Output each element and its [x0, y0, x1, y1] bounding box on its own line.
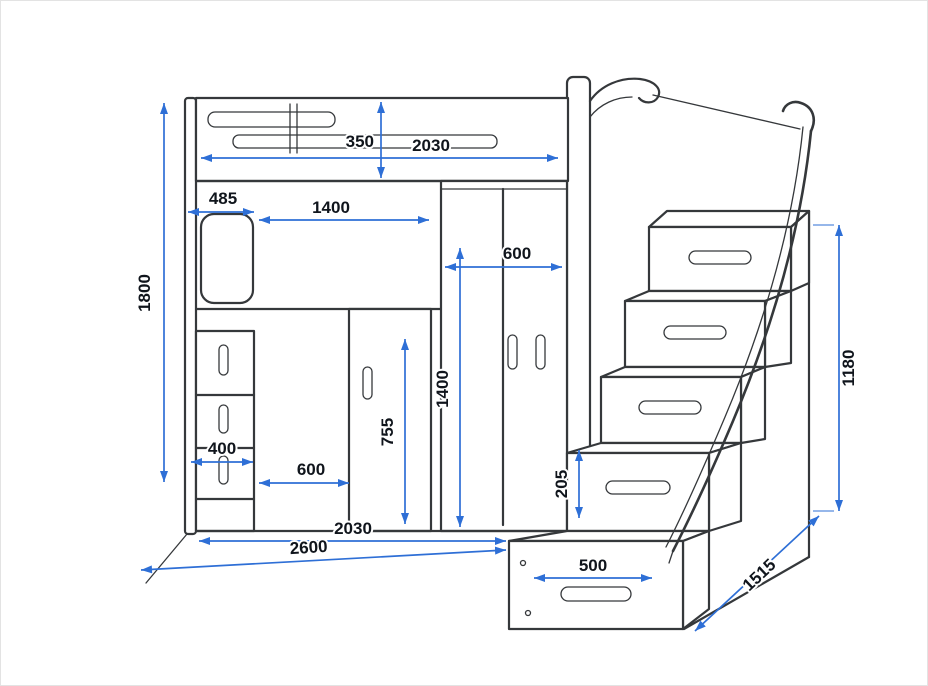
bed-side-rail-curl [588, 77, 661, 104]
cabinet-door-handle [362, 366, 373, 400]
dim-total-depth: 1515 [694, 515, 820, 632]
dimensions-layer: 1800 350 2030 485 1400 600 1400 [133, 102, 860, 632]
dim-label-stairs-height: 1180 [839, 350, 858, 387]
drawer-unit [194, 329, 256, 533]
wardrobe-handle [535, 334, 546, 370]
dim-label-wardrobe-door-height: 1400 [433, 370, 452, 408]
handrail-foot [668, 550, 674, 564]
dim-label-bed-top-length: 2030 [412, 136, 450, 155]
dim-desk-opening-width: 1400 [259, 196, 429, 224]
screw-cap [519, 559, 527, 567]
dim-rail-height: 350 [344, 102, 385, 178]
handrail-inner [665, 126, 804, 548]
dim-desk-depth: 600 [259, 458, 349, 487]
step-drawer-front [647, 225, 793, 293]
step-tread [599, 365, 767, 379]
step-drawer-front [599, 375, 743, 445]
dim-total-length: 2600 [140, 535, 507, 574]
screw-cap [524, 609, 532, 617]
step-side [681, 529, 711, 631]
dim-label-base-length: 2030 [334, 519, 372, 538]
left-side-panel [183, 96, 198, 536]
step-side [739, 365, 767, 445]
dim-step-rise: 205 [550, 450, 583, 518]
rail-connector [652, 94, 801, 130]
step-drawer-front [507, 539, 685, 631]
dim-bed-top-length: 2030 [201, 134, 558, 162]
dim-shelf-width: 485 [188, 187, 254, 216]
step-handle [560, 586, 632, 602]
dim-label-step-width: 500 [579, 556, 607, 575]
drawer-handle [218, 344, 229, 376]
dim-total-height: 1800 [133, 103, 168, 482]
step-handle [638, 400, 702, 415]
dim-wardrobe-width: 600 [445, 242, 562, 271]
dim-stairs-height: 1180 [813, 224, 860, 512]
guard-slot-lower [232, 134, 498, 149]
dim-label-cabinet-door-height: 755 [378, 418, 397, 446]
dim-base-length: 2030 [199, 517, 506, 545]
step-handle [663, 325, 727, 340]
drawer-handle [218, 455, 229, 485]
dim-label-desk-depth: 600 [297, 460, 325, 479]
step-drawer-front [565, 451, 711, 533]
cabinet-door [347, 307, 433, 533]
dim-label-total-depth: 1515 [739, 555, 780, 595]
dim-label-desk-opening-width: 1400 [312, 198, 350, 217]
guard-slot-upper [207, 111, 336, 128]
floor-foot-line [145, 533, 188, 584]
dim-label-shelf-width: 485 [209, 189, 237, 208]
dim-cabinet-door-height: 755 [376, 339, 409, 524]
dim-wardrobe-door-height: 1400 [431, 248, 464, 527]
dim-step-width: 500 [534, 554, 652, 582]
dim-label-total-height: 1800 [135, 274, 154, 312]
bed-guard-panel [194, 96, 570, 183]
dim-label-step-rise: 205 [552, 470, 571, 498]
wardrobe-handle [507, 334, 518, 370]
handrail-outer [671, 129, 813, 553]
open-shelf [199, 212, 255, 305]
drawer-handle [218, 404, 229, 434]
dim-drawer-unit-width: 400 [191, 437, 253, 466]
stairs-unit [507, 100, 815, 631]
step-drawer-front [623, 299, 767, 369]
step-side [707, 441, 743, 533]
dim-label-drawer-unit-width: 400 [208, 439, 236, 458]
dim-label-rail-height: 350 [346, 132, 374, 151]
bed-side-rail-inner [589, 96, 633, 118]
step-tread [647, 209, 811, 229]
dim-label-wardrobe-width: 600 [503, 244, 531, 263]
step-handle [688, 250, 752, 265]
handrail-top-curl [781, 100, 815, 133]
dim-label-total-length: 2600 [289, 537, 328, 558]
step-handle [605, 480, 671, 495]
